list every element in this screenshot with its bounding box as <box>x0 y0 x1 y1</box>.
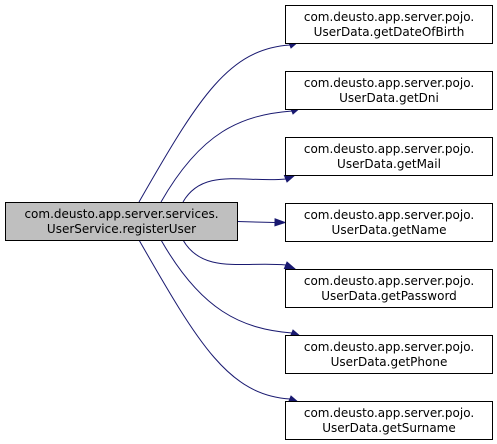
edge-getDni <box>160 106 303 203</box>
node-label-line: com.deusto.app.server.services. <box>24 207 218 221</box>
node-box <box>5 202 238 241</box>
edge-getMail <box>182 174 297 203</box>
node-label-line: UserData.getMail <box>337 157 441 171</box>
edge-arrowhead <box>283 174 297 183</box>
edge-line <box>182 239 287 266</box>
node-label-line: UserData.getDateOfBirth <box>314 25 465 39</box>
node-getPhone[interactable]: com.deusto.app.server.pojo.UserData.getP… <box>285 335 493 374</box>
node-getPassword[interactable]: com.deusto.app.server.pojo.UserData.getP… <box>285 269 493 308</box>
node-getName[interactable]: com.deusto.app.server.pojo.UserData.getN… <box>285 203 493 242</box>
node-label-line: com.deusto.app.server.pojo. <box>304 208 474 222</box>
node-label-line: com.deusto.app.server.pojo. <box>304 10 474 24</box>
edge-getDateOfBirth <box>138 40 301 203</box>
edge-line <box>237 221 276 223</box>
edge-line <box>160 110 293 203</box>
node-getMail[interactable]: com.deusto.app.server.pojo.UserData.getM… <box>285 137 493 176</box>
node-box <box>285 401 493 440</box>
edge-getPhone <box>160 239 303 338</box>
node-box <box>285 335 493 374</box>
node-box <box>285 137 493 176</box>
node-label-line: UserData.getSurname <box>322 421 456 435</box>
node-label-line: com.deusto.app.server.pojo. <box>304 76 474 90</box>
node-label-line: UserData.getName <box>332 223 447 237</box>
node-label-line: UserData.getDni <box>339 91 439 105</box>
node-label-line: UserData.getPassword <box>321 289 457 303</box>
node-getDateOfBirth[interactable]: com.deusto.app.server.pojo.UserData.getD… <box>285 5 493 44</box>
edge-getName <box>237 218 287 227</box>
edge-line <box>182 178 287 203</box>
node-box <box>285 203 493 242</box>
node-label-line: com.deusto.app.server.pojo. <box>304 142 474 156</box>
edge-line <box>160 239 293 334</box>
nodes-layer: com.deusto.app.server.services.UserServi… <box>5 5 493 440</box>
node-box <box>285 71 493 110</box>
edge-arrowhead <box>274 218 287 227</box>
node-label-line: com.deusto.app.server.pojo. <box>304 406 474 420</box>
node-getDni[interactable]: com.deusto.app.server.pojo.UserData.getD… <box>285 71 493 110</box>
node-source[interactable]: com.deusto.app.server.services.UserServi… <box>5 202 238 241</box>
node-label-line: UserData.getPhone <box>331 355 448 369</box>
node-label-line: com.deusto.app.server.pojo. <box>304 340 474 354</box>
node-getSurname[interactable]: com.deusto.app.server.pojo.UserData.getS… <box>285 401 493 440</box>
node-label-line: com.deusto.app.server.pojo. <box>304 274 474 288</box>
edge-line <box>138 44 291 203</box>
edge-line <box>138 239 291 400</box>
edge-arrowhead <box>283 261 297 270</box>
node-box <box>285 5 493 44</box>
edge-getPassword <box>182 239 297 270</box>
node-box <box>285 269 493 308</box>
node-label-line: UserService.registerUser <box>47 222 196 236</box>
